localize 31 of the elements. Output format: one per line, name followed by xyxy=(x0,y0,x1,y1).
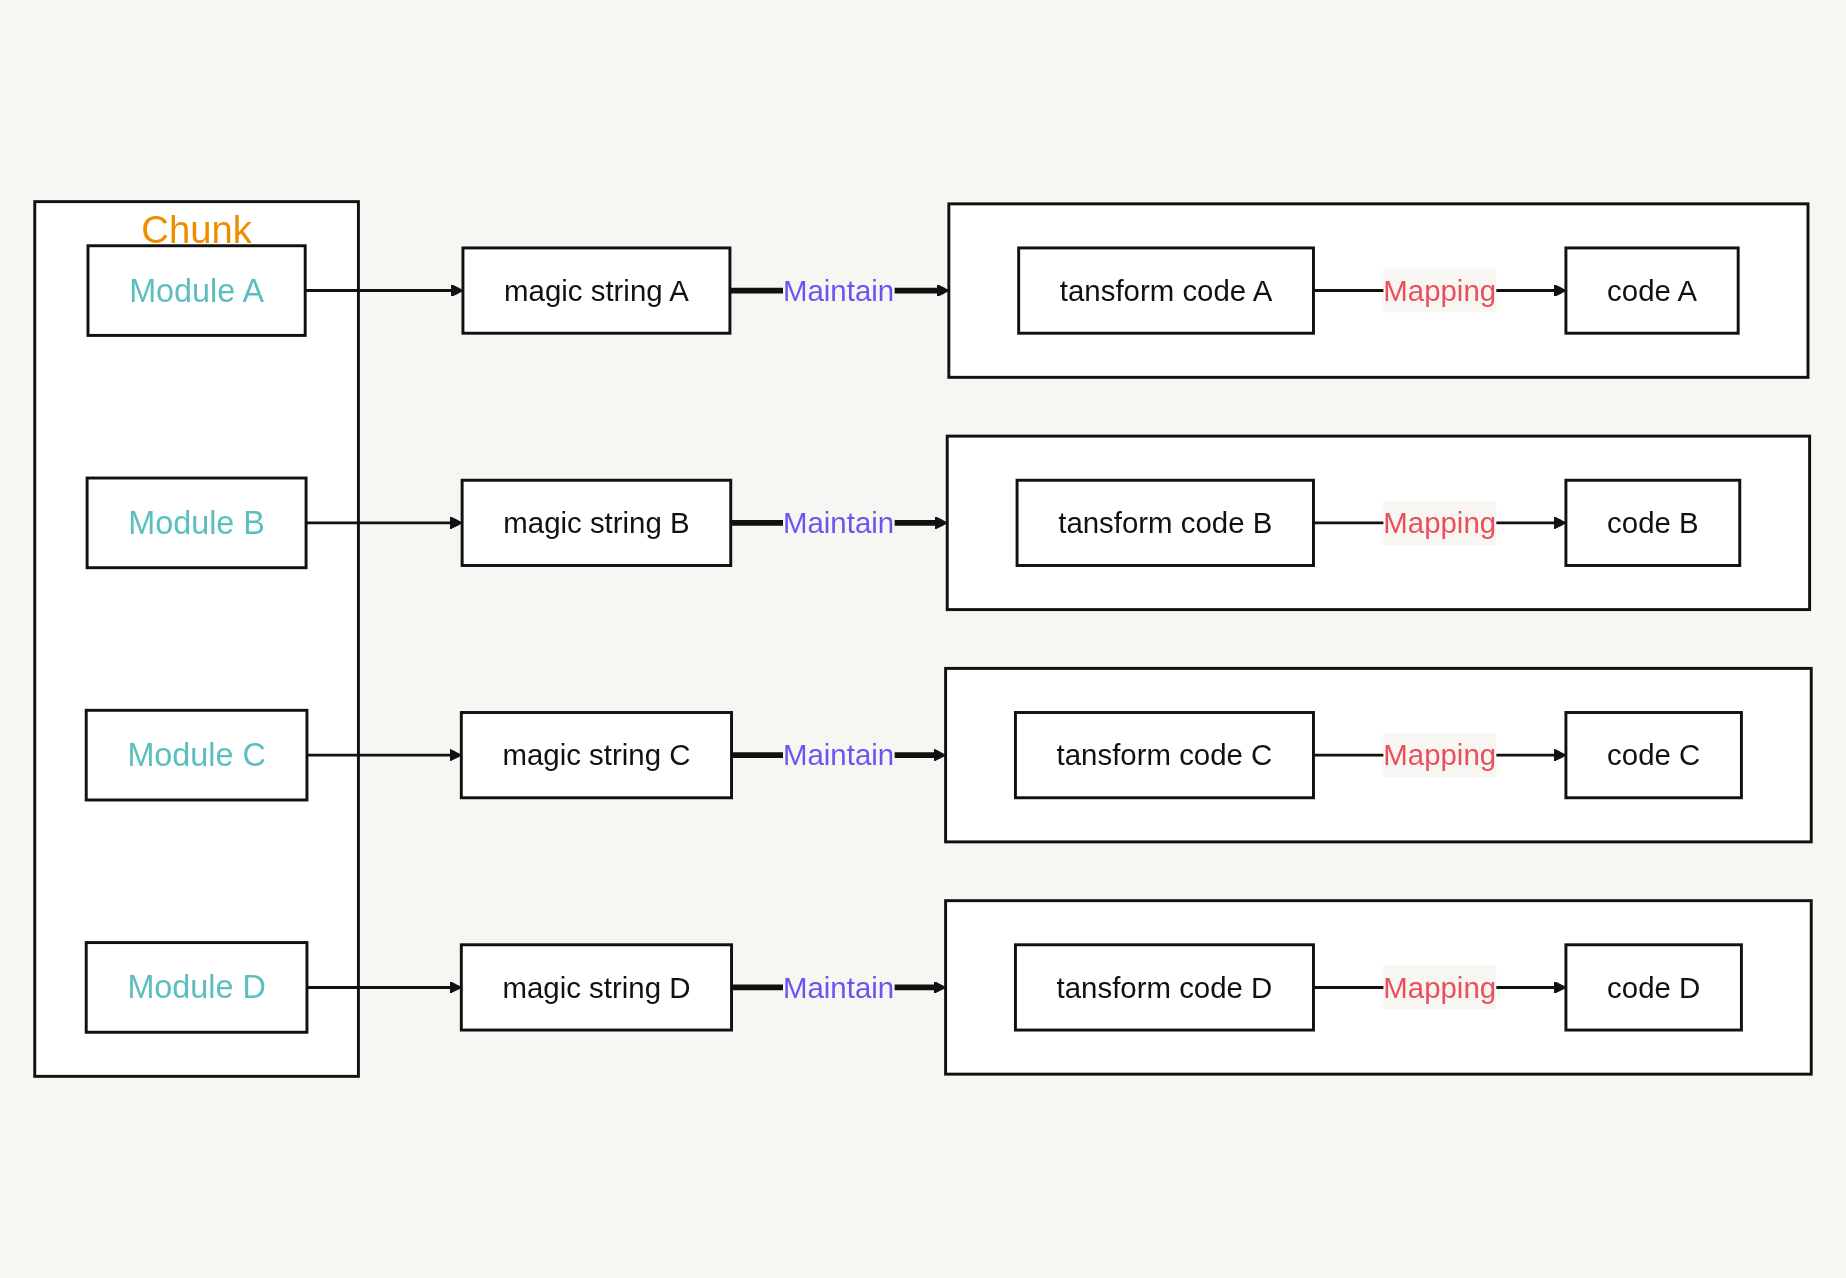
node-box: magic string B xyxy=(460,478,733,567)
node-box: tansform code B xyxy=(1015,478,1315,567)
arrow xyxy=(306,980,462,994)
node-box: tansform code A xyxy=(1017,246,1315,335)
arrow xyxy=(306,748,462,762)
cluster xyxy=(944,666,1813,844)
edge-label: Mapping xyxy=(1383,274,1497,307)
edge-label: Maintain xyxy=(783,274,895,307)
node-box: tansform code D xyxy=(1013,943,1315,1032)
node-box: Module B xyxy=(85,476,308,570)
cluster xyxy=(947,202,1810,379)
edge-label: Maintain xyxy=(783,738,895,772)
node-box: magic string C xyxy=(459,711,733,800)
node-box: code B xyxy=(1564,478,1742,567)
node-box: Module A xyxy=(86,244,307,337)
node-box: Module C xyxy=(84,708,309,802)
edge-label: Mapping xyxy=(1383,738,1497,772)
arrow xyxy=(306,516,463,530)
node-box: code A xyxy=(1564,246,1740,335)
edge-label: Maintain xyxy=(783,506,895,540)
node-box: Module D xyxy=(84,941,309,1034)
edge-label: Maintain xyxy=(783,971,895,1004)
cluster xyxy=(944,899,1813,1076)
cluster xyxy=(945,434,1812,612)
node-box: magic string A xyxy=(461,246,732,335)
node-box: code C xyxy=(1564,711,1743,800)
node-box: tansform code C xyxy=(1013,711,1315,800)
node-box: code D xyxy=(1564,943,1743,1032)
edge-label: Mapping xyxy=(1383,506,1497,540)
node-box: magic string D xyxy=(459,943,733,1032)
edge-label: Mapping xyxy=(1383,971,1497,1004)
